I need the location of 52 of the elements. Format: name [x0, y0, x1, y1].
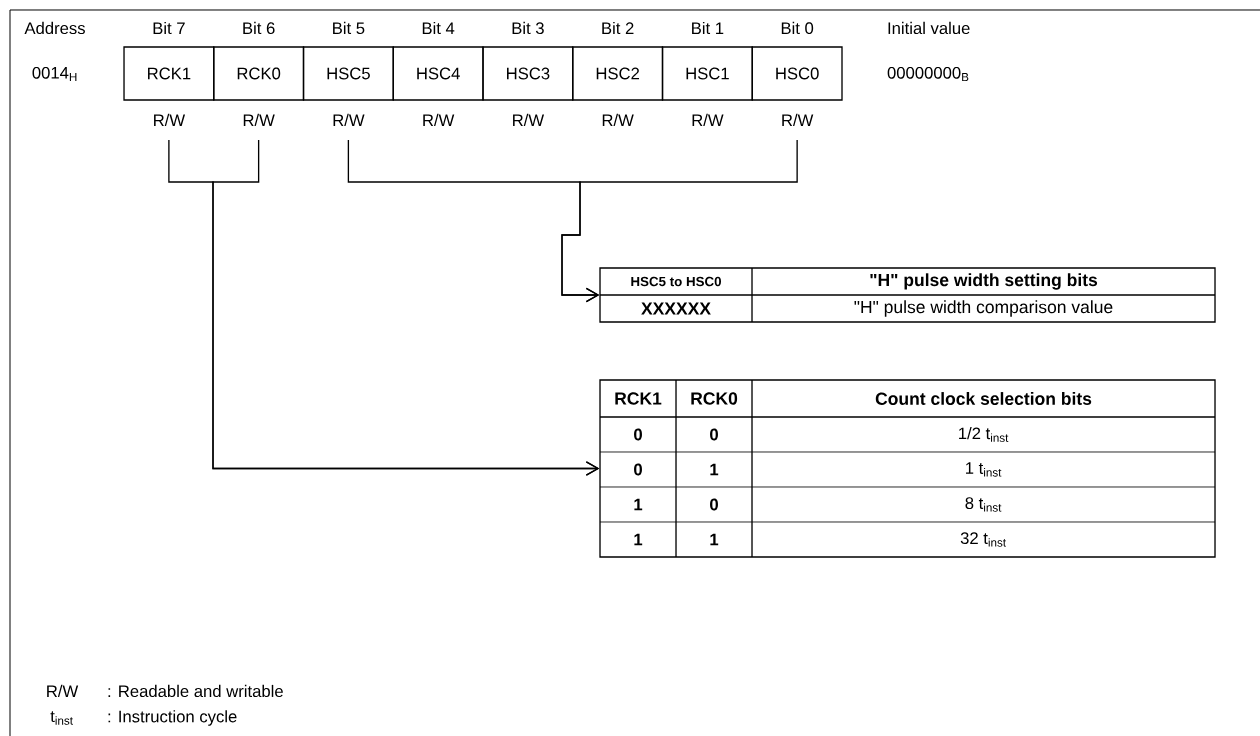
register-cell: HSC4 [392, 46, 484, 101]
table-cell: 8 t$_{inst}$ [965, 497, 1002, 512]
bit-number: Bit 2 [602, 21, 634, 35]
bit-number: Bit 1 [692, 21, 724, 35]
table-cell: HSC5 to HSC0 [631, 276, 721, 287]
bit-number: Bit 4 [422, 21, 455, 35]
connector-arrow [561, 139, 798, 303]
legend-text: : Instruction cycle [108, 710, 237, 726]
register-cell: HSC0 [751, 46, 843, 101]
access-label: R/W [333, 113, 365, 127]
table-cell: RCK1 [615, 392, 662, 405]
table-cell: 0 [634, 463, 642, 476]
column-heading: Address [24, 21, 85, 35]
access-label: R/W [154, 113, 186, 127]
register-cell: HSC3 [482, 46, 574, 101]
column-heading: Initial value [888, 21, 970, 35]
table-cell: 1/2 t$_{inst}$ [959, 427, 1009, 442]
bit-number: Bit 7 [153, 21, 185, 35]
register-cell: HSC2 [572, 46, 664, 101]
register-cell: HSC5 [302, 46, 394, 101]
table-cell: 1 [710, 533, 719, 546]
table-cell: 1 [634, 533, 643, 546]
legend-text: : Readable and writable [108, 684, 283, 698]
table-cell: 0 [634, 428, 642, 441]
table-cell: 0 [710, 428, 718, 441]
table-cell: 1 [634, 498, 643, 511]
access-label: R/W [602, 113, 634, 127]
table-cell: RCK0 [691, 392, 738, 405]
access-label: R/W [423, 113, 455, 127]
access-label: R/W [782, 113, 814, 127]
bit-number: Bit 6 [243, 21, 275, 35]
table-cell: 1 t$_{inst}$ [966, 462, 1002, 477]
access-label: R/W [243, 113, 275, 127]
bit-number: Bit 0 [781, 21, 814, 35]
table-cell: "H" pulse width comparison value [854, 300, 1113, 317]
access-label: R/W [513, 113, 545, 127]
register-cell: HSC1 [661, 46, 753, 101]
access-label: R/W [692, 113, 724, 127]
bit-number: Bit 5 [333, 21, 365, 35]
table-cell: 0 [710, 498, 718, 511]
register-cell: RCK0 [213, 46, 305, 101]
legend-symbol: t$_{inst}$ [50, 711, 73, 725]
table-cell: "H" pulse width setting bits [870, 273, 1098, 290]
initial-value: 00000000$_{B}$ [887, 66, 969, 82]
register-cell: RCK1 [123, 46, 215, 101]
table-cell: 32 t$_{inst}$ [960, 532, 1006, 547]
table-cell: 1 [710, 463, 719, 476]
bit-number: Bit 3 [512, 21, 544, 35]
table-cell: Count clock selection bits [875, 392, 1092, 405]
register-address: 0014$_{H}$ [32, 66, 77, 82]
legend-symbol: R/W [47, 684, 79, 698]
table-cell: XXXXXX [641, 302, 711, 315]
